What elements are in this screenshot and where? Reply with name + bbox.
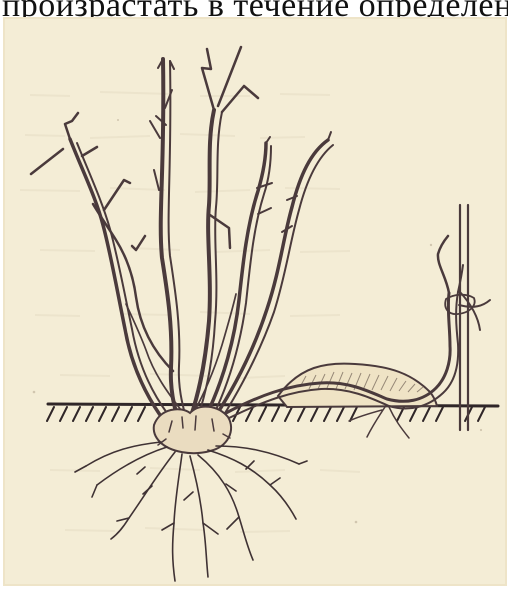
paper-background (4, 18, 506, 585)
